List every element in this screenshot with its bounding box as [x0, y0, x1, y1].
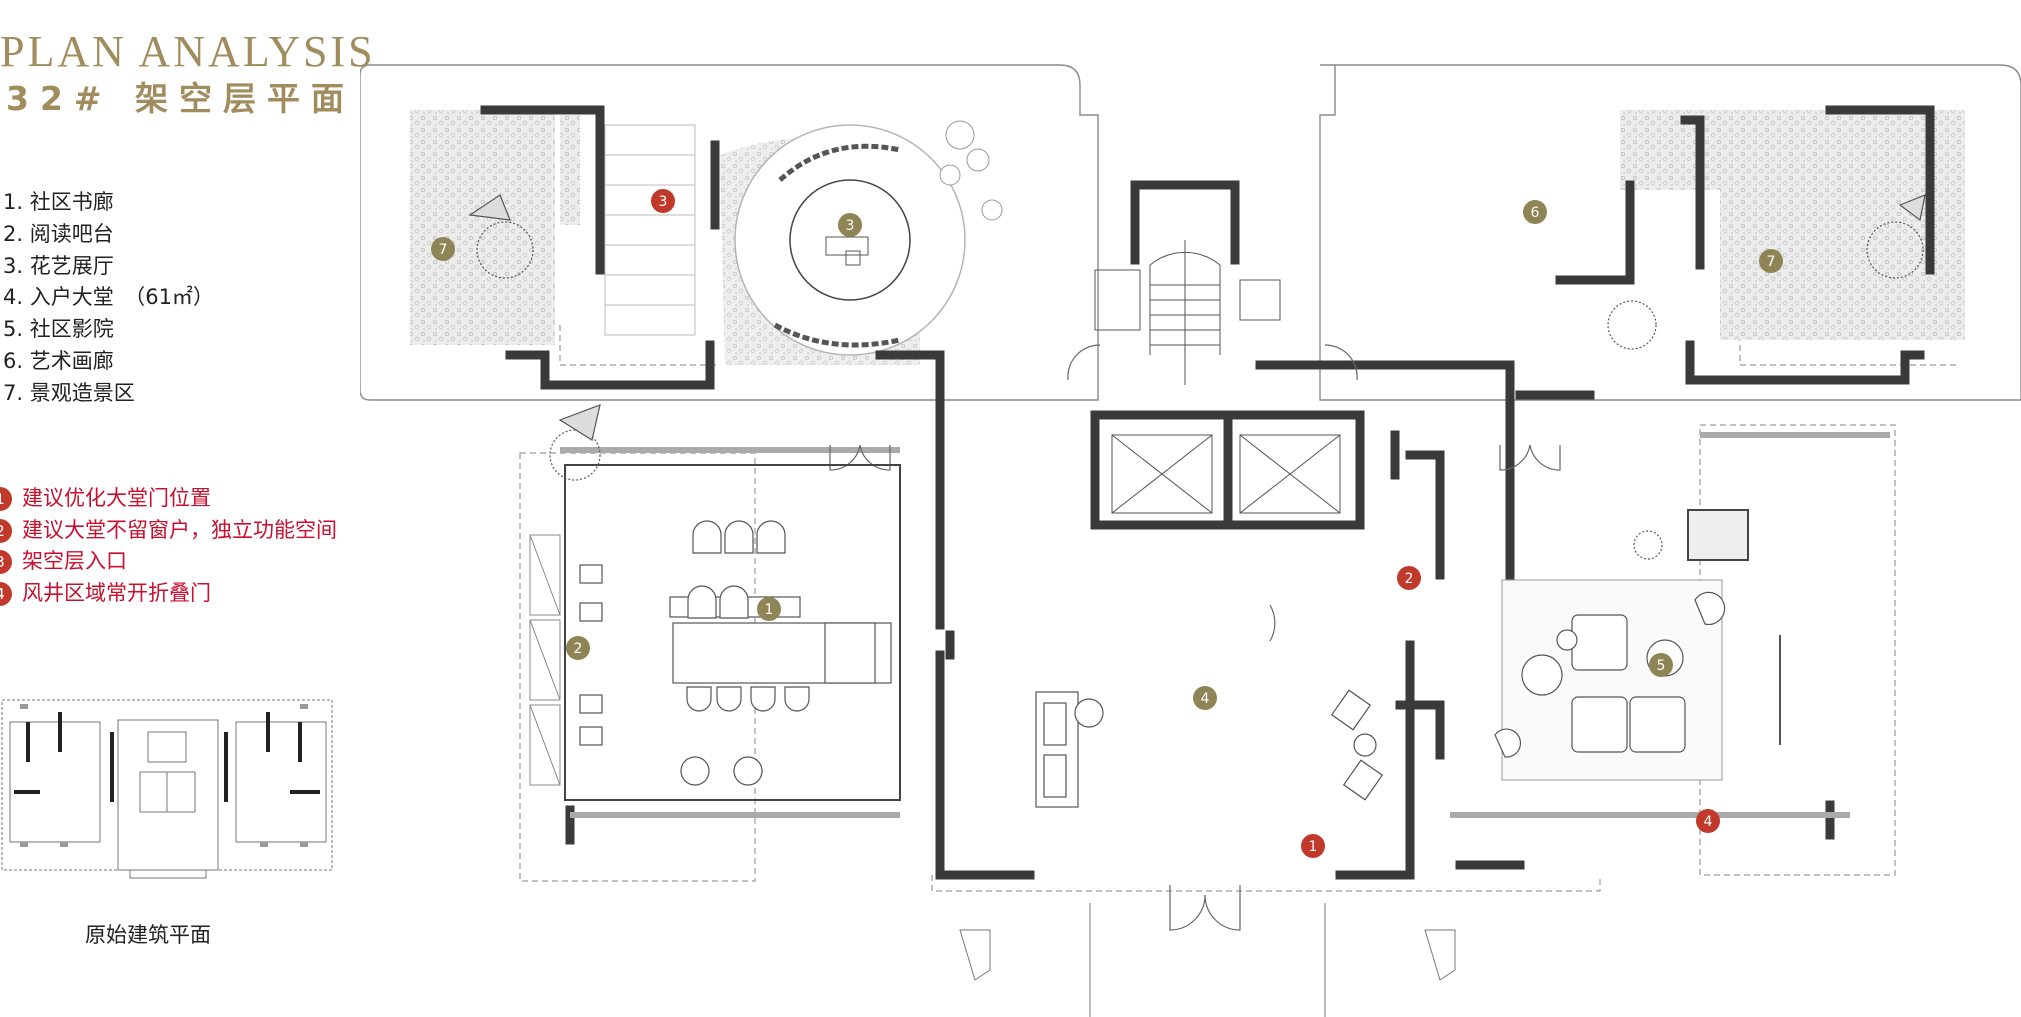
- function-marker-label: 3: [846, 218, 855, 234]
- function-item: 4. 入户大堂 （61㎡）: [3, 285, 214, 310]
- function-marker-label: 2: [574, 641, 583, 657]
- original-plan-thumbnail: [1, 699, 333, 879]
- suggestion-number-badge: 2: [0, 518, 12, 543]
- suggestion-item: 2 建议大堂不留窗户，独立功能空间: [0, 515, 337, 547]
- function-item: 7. 景观造景区: [3, 380, 135, 405]
- suggestion-item: 1 建议优化大堂门位置: [0, 483, 337, 515]
- suggestion-number-badge: 3: [0, 550, 12, 575]
- suggestion-text: 建议大堂不留窗户，独立功能空间: [22, 517, 337, 542]
- function-marker-label: 5: [1657, 658, 1666, 674]
- landscape-gravel-area: [410, 110, 555, 345]
- function-legend: 1. 社区书廊 2. 阅读吧台 3. 花艺展厅 4. 入户大堂 （61㎡） 5.…: [3, 187, 214, 410]
- function-marker: [1759, 249, 1783, 273]
- suggestion-number-badge: 1: [0, 487, 12, 511]
- function-item: 5. 社区影院: [3, 317, 114, 342]
- function-item: 2. 阅读吧台: [3, 221, 114, 246]
- suggestion-marker: [1301, 834, 1325, 858]
- function-marker: [1193, 686, 1217, 710]
- function-marker-label: 1: [765, 602, 774, 618]
- function-marker: [757, 597, 781, 621]
- suggestion-text: 风井区域常开折叠门: [22, 580, 211, 605]
- function-marker-label: 7: [1767, 254, 1776, 270]
- suggestion-text: 架空层入口: [22, 549, 127, 574]
- plan-title-cn: 32# 架空层平面: [6, 79, 356, 118]
- function-marker: [1523, 200, 1547, 224]
- suggestion-marker-label: 2: [1405, 571, 1414, 587]
- function-item: 3. 花艺展厅: [3, 253, 114, 278]
- landscape-gravel-area: [1720, 110, 1965, 340]
- floor-plan-drawing: 7 3 3 6 7 1 2 4 5 2 1 4: [360, 64, 2021, 1017]
- function-marker-label: 6: [1531, 205, 1540, 221]
- suggestion-marker: [1696, 809, 1720, 833]
- suggestion-marker-label: 3: [659, 194, 668, 210]
- suggestion-marker: [651, 189, 675, 213]
- thumbnail-caption: 原始建筑平面: [85, 923, 211, 947]
- function-marker: [1649, 653, 1673, 677]
- function-marker-label: 7: [439, 242, 448, 258]
- suggestion-marker: [1397, 566, 1421, 590]
- function-item: 1. 社区书廊: [3, 190, 114, 214]
- suggestion-marker-label: 1: [1309, 839, 1318, 855]
- function-marker: [431, 237, 455, 261]
- suggestion-item: 4 风井区域常开折叠门: [0, 578, 337, 610]
- suggestion-marker-label: 4: [1704, 814, 1713, 830]
- function-marker: [566, 636, 590, 660]
- function-item: 6. 艺术画廊: [3, 348, 114, 373]
- suggestion-text: 建议优化大堂门位置: [22, 486, 211, 510]
- suggestion-number-badge: 4: [0, 581, 12, 606]
- suggestion-legend: 1 建议优化大堂门位置 2 建议大堂不留窗户，独立功能空间 3 架空层入口 4 风井区域…: [0, 483, 337, 609]
- plan-title-en: PLAN ANALYSIS: [0, 27, 376, 76]
- suggestion-item: 3 架空层入口: [0, 546, 337, 578]
- function-marker-label: 4: [1201, 691, 1210, 707]
- function-marker: [838, 213, 862, 237]
